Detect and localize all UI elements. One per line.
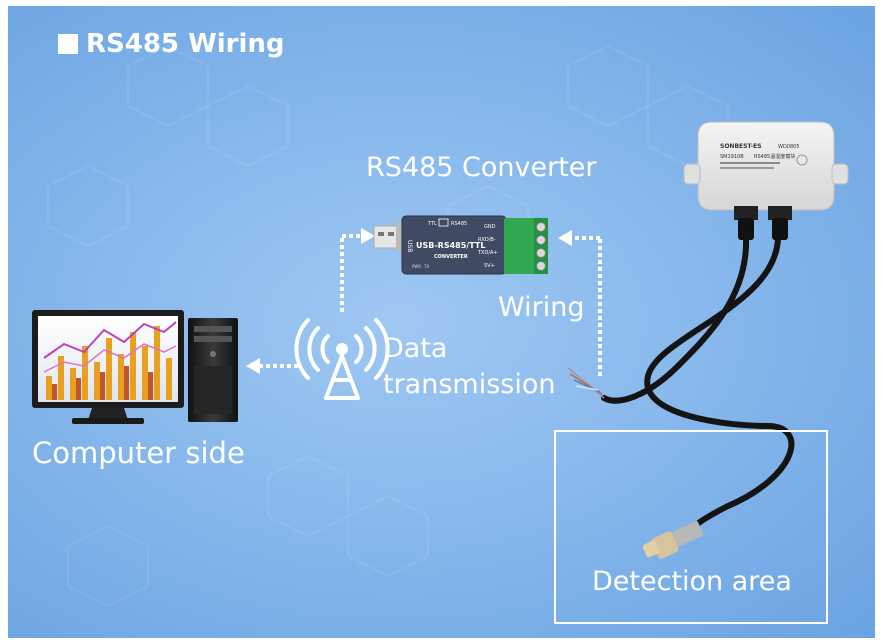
conv-led-pwr: PWR: [412, 264, 421, 269]
sensor-probe: [642, 521, 704, 559]
link-antenna-to-computer: [246, 358, 298, 374]
conv-pin-5v: 5V+: [484, 263, 495, 269]
conv-usb-label: USB: [406, 240, 413, 252]
detection-area-label: Detection area: [592, 566, 792, 597]
conv-ttl-label: TTL: [427, 221, 437, 227]
wiring-scene: TTL RS485 USB USB-RS485/TTL CONVERTER PW…: [32, 121, 849, 559]
detection-area-box: [554, 430, 828, 624]
conv-sub-label: CONVERTER: [434, 254, 468, 260]
title-bullet: [58, 34, 78, 54]
diagram-canvas: RS485 Wiring: [8, 6, 875, 638]
sensor-cables: [601, 235, 795, 539]
data-transmission-line2: transmission: [383, 369, 556, 400]
sensor-model: SM1910B: [720, 154, 744, 160]
wire-ends: [567, 367, 605, 399]
sensor-desc: RS485温湿度模块: [754, 153, 795, 160]
conv-led-tx: TX: [423, 264, 429, 269]
usb-rs485-converter: TTL RS485 USB USB-RS485/TTL CONVERTER PW…: [373, 215, 548, 275]
sensor-brand: SONBEST-ES: [720, 143, 762, 150]
conv-model-label: USB-RS485/TTL: [416, 241, 485, 250]
computer-side-label: Computer side: [32, 436, 245, 470]
wiring-label: Wiring: [498, 292, 585, 323]
conv-pin-txd: TXD/A+: [477, 250, 498, 256]
page-title: RS485 Wiring: [86, 29, 285, 59]
converter-label: RS485 Converter: [366, 152, 597, 183]
sensor-enclosure: SONBEST-ES WD0805 SM1910B RS485温湿度模块: [683, 121, 849, 240]
pc-tower-icon: [188, 318, 238, 422]
monitor-icon: [32, 310, 184, 424]
conv-rs485-label: RS485: [451, 221, 467, 227]
data-transmission-line1: Data: [383, 333, 448, 364]
link-wiring-to-converter: [558, 230, 602, 376]
antenna-icon: [294, 318, 390, 400]
data-transmission-label: Data transmission: [383, 331, 555, 403]
conv-pin-rxd: RXD/B-: [478, 237, 496, 243]
conv-pin-gnd: GND: [484, 224, 496, 230]
title-row: RS485 Wiring: [58, 24, 285, 64]
sensor-code: WD0805: [778, 144, 800, 150]
link-antenna-to-converter: [340, 228, 375, 312]
